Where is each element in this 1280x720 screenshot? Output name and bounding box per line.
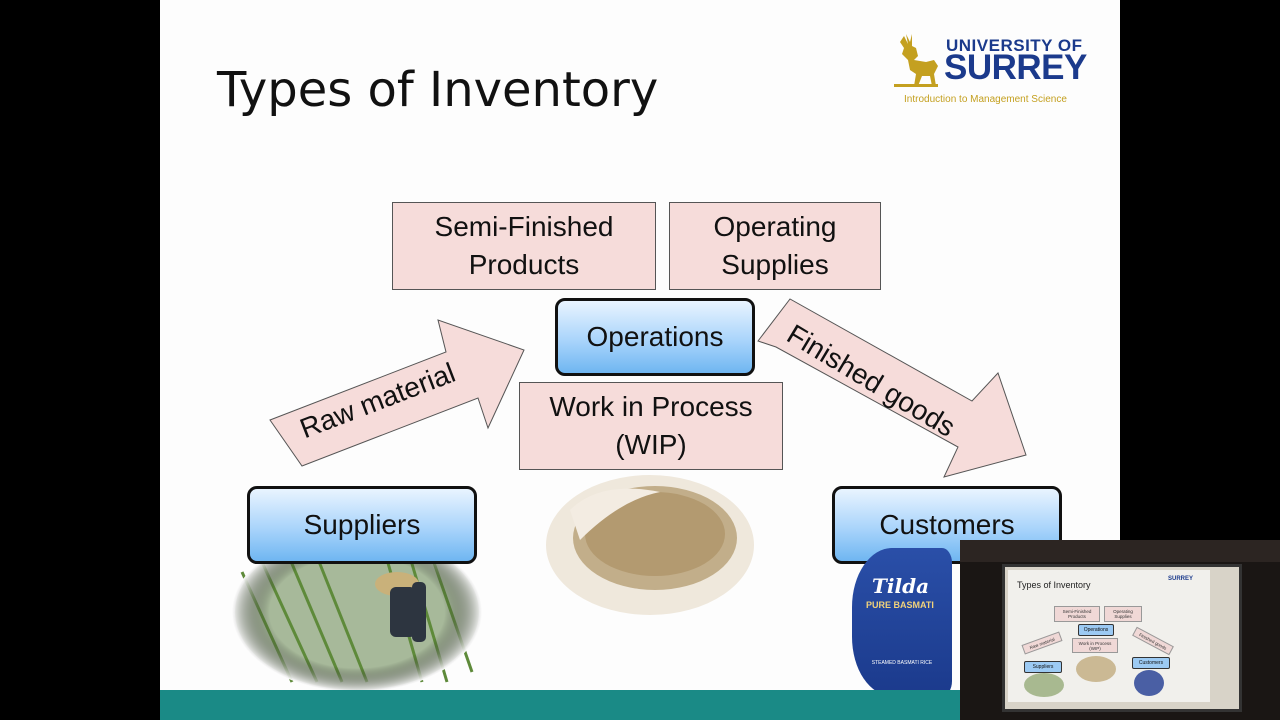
rice-sack-image <box>546 475 754 615</box>
lecture-webcam-overlay: Types of Inventory SURREY Semi-Finished … <box>960 540 1280 720</box>
mini-rice-sack-image <box>1076 656 1116 682</box>
logo-university-of: UNIVERSITY OF <box>946 36 1083 55</box>
mini-finished-goods-arrow: Finished goods <box>1132 626 1174 656</box>
mini-wip-box: Work in Process (WIP) <box>1072 638 1118 653</box>
steamed-basmati-text: STEAMED BASMATI RICE <box>871 660 933 666</box>
mini-slide-logo: SURREY <box>1168 576 1194 582</box>
operating-supplies-box: Operating Supplies <box>669 202 881 290</box>
semi-finished-products-box: Semi-Finished Products <box>392 202 656 290</box>
mini-slide-title: Types of Inventory <box>1017 580 1091 590</box>
webcam-ceiling <box>960 540 1280 562</box>
university-logo: UNIVERSITY OF SURREY Introduction to Man… <box>890 30 1100 110</box>
stag-icon <box>894 34 938 87</box>
mini-rice-bag-image <box>1134 670 1164 696</box>
rice-field-farmer-image <box>232 532 482 692</box>
operations-box: Operations <box>555 298 755 376</box>
finished-goods-arrow <box>757 298 1027 478</box>
suppliers-box: Suppliers <box>247 486 477 564</box>
tilda-brand-text: Tilda <box>872 574 930 598</box>
mini-customers-box: Customers <box>1132 657 1170 669</box>
mini-semi-finished-box: Semi-Finished Products <box>1054 606 1100 622</box>
pure-basmati-text: PURE BASMATI <box>866 600 934 610</box>
mini-operations-box: Operations <box>1078 624 1114 636</box>
mini-raw-material-arrow: Raw material <box>1021 631 1063 655</box>
wip-box: Work in Process (WIP) <box>519 382 783 470</box>
presentation-slide: Types of Inventory UNIVERSITY OF SURREY … <box>160 0 1120 720</box>
webcam-mini-slide: Types of Inventory SURREY Semi-Finished … <box>1008 570 1210 702</box>
mini-suppliers-box: Suppliers <box>1024 661 1062 673</box>
raw-material-arrow <box>269 319 525 467</box>
mini-operating-supplies-box: Operating Supplies <box>1104 606 1142 622</box>
logo-surrey: SURREY <box>944 48 1087 87</box>
tilda-rice-bag-image: Tilda PURE BASMATI STEAMED BASMATI RICE <box>852 548 952 696</box>
slide-title: Types of Inventory <box>217 62 659 118</box>
logo-course-subtitle: Introduction to Management Science <box>904 94 1067 105</box>
mini-rice-field-image <box>1024 673 1064 697</box>
